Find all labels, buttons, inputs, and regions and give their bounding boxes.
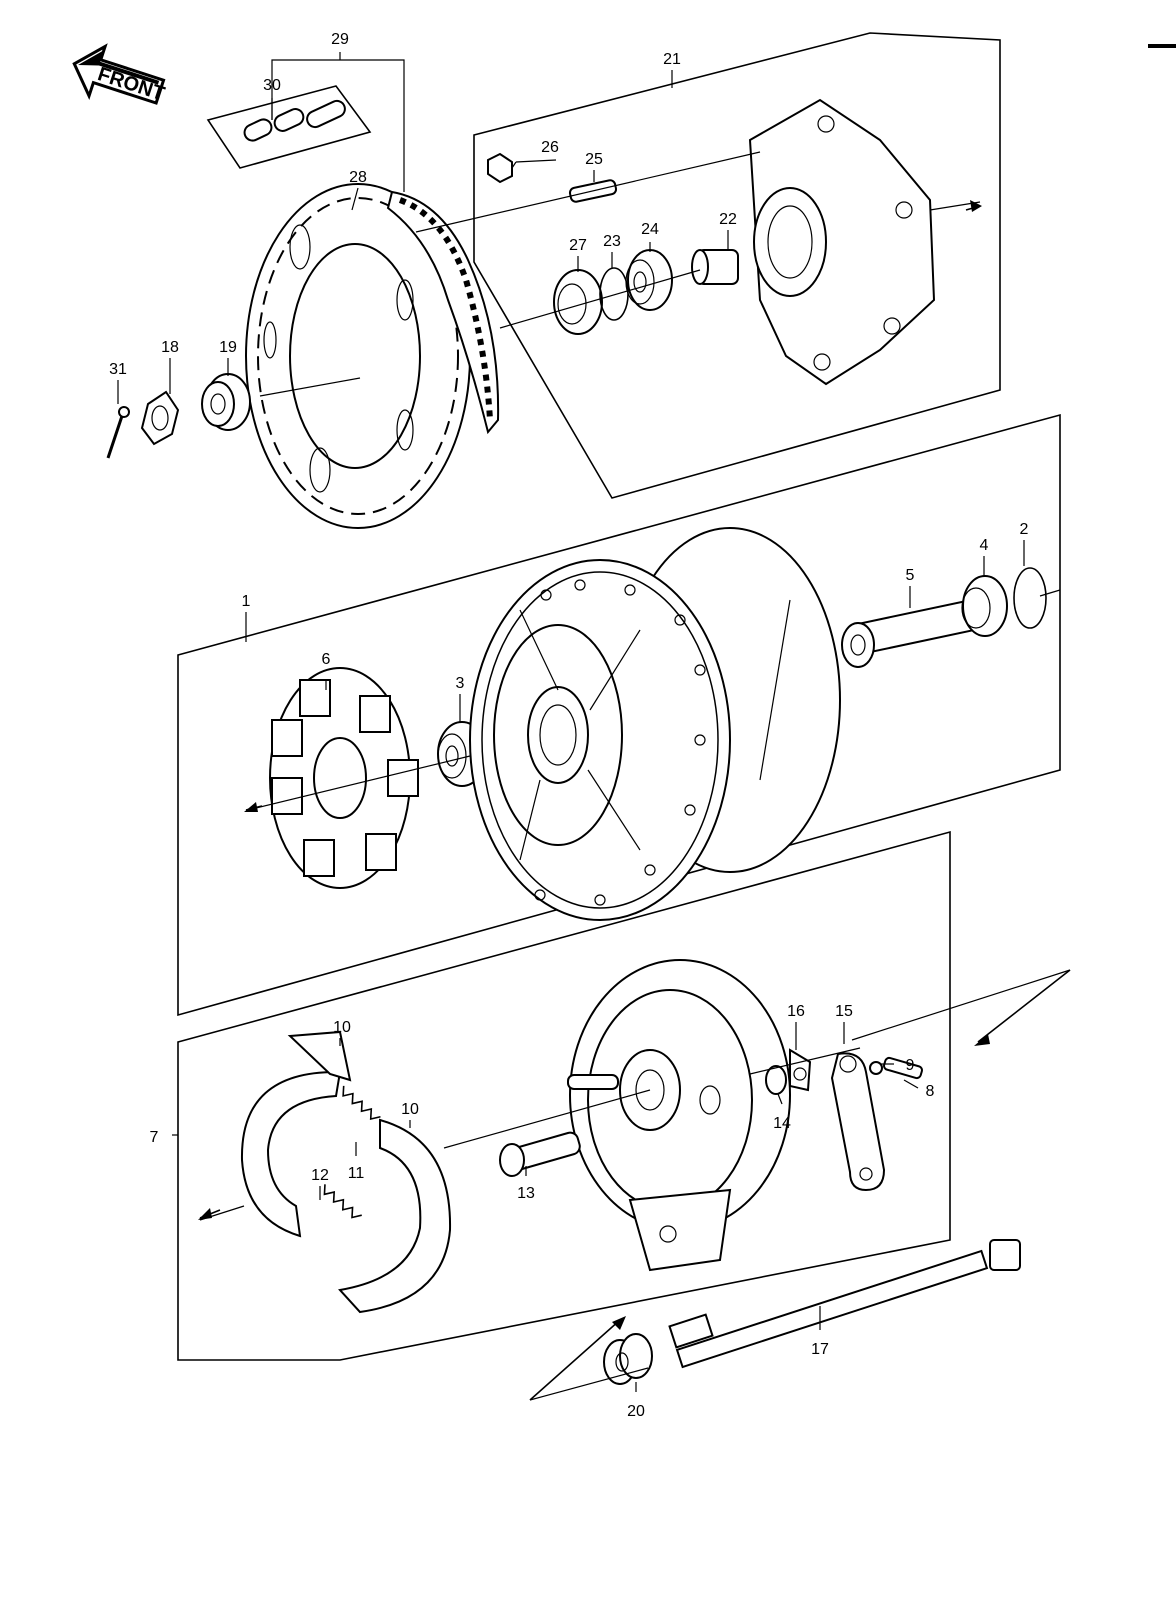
master-link-outline — [206, 85, 372, 169]
lever-bolt — [883, 1056, 923, 1080]
bearing — [625, 249, 673, 311]
brake-camshaft — [499, 1131, 581, 1177]
hub-assembly-outline — [473, 32, 1001, 499]
callout-12: 12 — [311, 1167, 329, 1184]
axle-collar — [603, 1333, 653, 1385]
callout-29: 29 — [331, 31, 349, 48]
callout-22: 22 — [719, 211, 737, 228]
callout-25: 25 — [585, 151, 603, 168]
callout-20: 20 — [627, 1403, 645, 1420]
axis-line-brake — [443, 1089, 651, 1149]
rear-axle — [668, 1239, 1021, 1369]
axis-line-stud — [415, 151, 761, 233]
callout-8: 8 — [926, 1083, 935, 1100]
brake-spring-upper — [342, 1085, 381, 1121]
callout-31: 31 — [109, 361, 127, 378]
callout-11: 11 — [348, 1165, 365, 1182]
brake-panel — [567, 959, 791, 1272]
axis-line-middle-left — [247, 755, 471, 811]
collar — [201, 373, 251, 431]
callout-2: 2 — [1020, 521, 1029, 538]
master-link — [243, 99, 346, 142]
direction-arrow-upper — [965, 200, 982, 212]
callout-3: 3 — [456, 675, 465, 692]
callout-9: 9 — [906, 1057, 915, 1074]
callout-23: 23 — [603, 233, 621, 250]
callout-16: 16 — [787, 1003, 805, 1020]
callout-7: 7 — [150, 1129, 159, 1146]
callout-27: 27 — [569, 237, 587, 254]
direction-arrow-middle — [244, 802, 263, 812]
front-arrow-icon: FRONT — [72, 43, 167, 105]
axis-line-upper — [259, 377, 361, 397]
axis-line-middle-right — [1039, 589, 1061, 597]
callout-18: 18 — [161, 339, 179, 356]
lever-washer — [869, 1061, 883, 1075]
castle-nut — [140, 390, 180, 446]
guide-line-right — [851, 969, 1071, 1041]
drive-chain — [386, 190, 500, 435]
callout-21: 21 — [663, 51, 681, 68]
coupling-hub — [748, 98, 936, 386]
coupling-damper — [269, 667, 419, 889]
callout-5: 5 — [906, 567, 915, 584]
callout-15: 15 — [835, 1003, 853, 1020]
callout-4: 4 — [980, 537, 989, 554]
direction-arrow-brake — [198, 1208, 221, 1220]
callout-1: 1 — [242, 593, 251, 610]
callout-13: 13 — [517, 1185, 535, 1202]
direction-arrow-right — [974, 969, 1071, 1046]
hub-nut — [487, 152, 513, 184]
callout-19: 19 — [219, 339, 237, 356]
hub-bearing-right — [961, 575, 1008, 637]
camshaft-seal — [765, 1065, 787, 1095]
sprocket — [245, 183, 471, 529]
direction-arrow-axle — [529, 1316, 626, 1401]
wheel-hub-outline — [177, 413, 1061, 1017]
axis-line-lever — [749, 1047, 861, 1075]
brake-lever — [830, 1052, 886, 1192]
brake-assembly-outline — [177, 830, 951, 1361]
callout-10-lower: 10 — [401, 1101, 419, 1118]
brake-spring-lower — [323, 1184, 362, 1219]
callout-26: 26 — [541, 139, 559, 156]
hub-circlip — [1013, 567, 1047, 629]
callout-6: 6 — [322, 651, 331, 668]
callout-24: 24 — [641, 221, 659, 238]
oil-seal — [553, 269, 603, 335]
cotter-pin — [106, 406, 130, 459]
wheel-hub — [469, 527, 841, 921]
guide-line-axle — [529, 1367, 649, 1401]
distance-collar — [841, 599, 978, 668]
circlip — [599, 267, 629, 321]
callout-labels: 29 30 21 26 25 28 27 23 24 22 31 18 19 2… — [109, 31, 1028, 1420]
brake-shoe-upper — [240, 1030, 352, 1238]
callout-10-upper: 10 — [333, 1019, 351, 1036]
callout-28: 28 — [349, 169, 367, 186]
callout-17: 17 — [811, 1341, 829, 1358]
wear-indicator — [789, 1048, 812, 1092]
axis-line-seal — [499, 269, 701, 329]
hub-collar — [691, 249, 739, 285]
callout-14: 14 — [773, 1115, 791, 1132]
brake-shoe-lower — [338, 1118, 452, 1314]
callout-30: 30 — [263, 77, 281, 94]
leader-lines — [117, 52, 1025, 1392]
